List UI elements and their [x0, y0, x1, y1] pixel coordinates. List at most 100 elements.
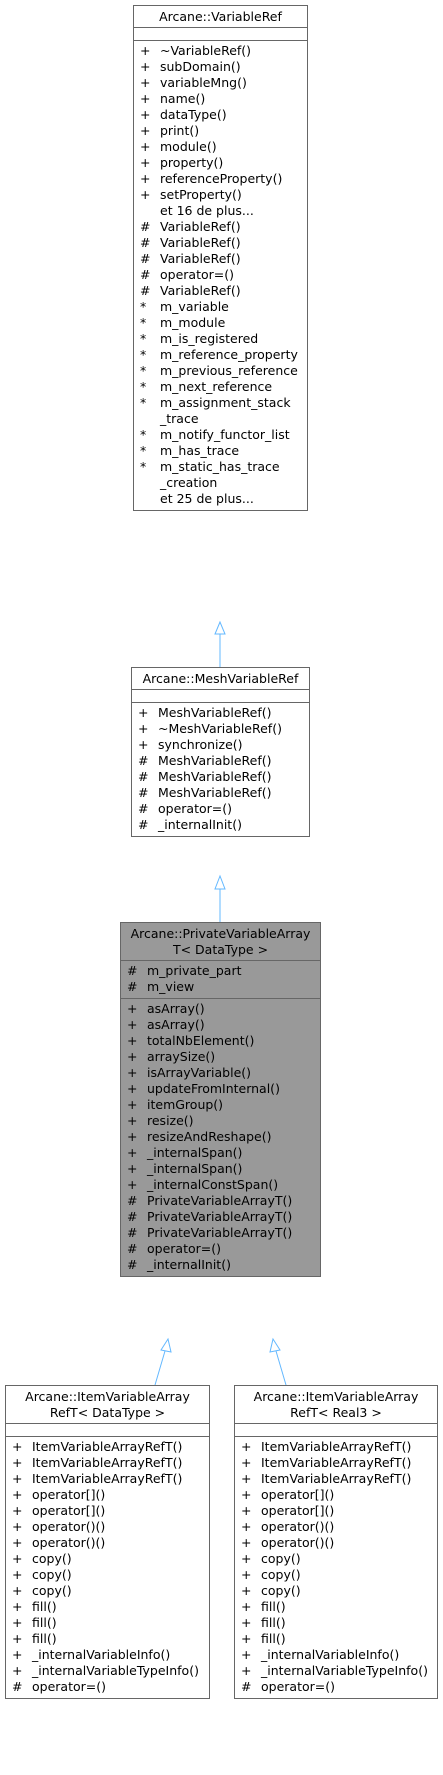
- member-row[interactable]: +~VariableRef(): [134, 43, 307, 59]
- member-row[interactable]: #operator=(): [6, 1679, 209, 1695]
- member-row[interactable]: +property(): [134, 155, 307, 171]
- member-row[interactable]: *m_notify_functor_list: [134, 427, 307, 443]
- member-row[interactable]: +~MeshVariableRef(): [132, 721, 309, 737]
- member-row[interactable]: *m_variable: [134, 299, 307, 315]
- member-name: _internalInit(): [147, 1257, 231, 1272]
- member-row[interactable]: #VariableRef(): [134, 235, 307, 251]
- member-row[interactable]: +operator[](): [6, 1487, 209, 1503]
- member-row[interactable]: *m_is_registered: [134, 331, 307, 347]
- member-row[interactable]: +_internalSpan(): [121, 1145, 320, 1161]
- member-row[interactable]: +_internalSpan(): [121, 1161, 320, 1177]
- member-row[interactable]: +_internalVariableInfo(): [235, 1647, 437, 1663]
- member-row[interactable]: +asArray(): [121, 1017, 320, 1033]
- member-row[interactable]: +resize(): [121, 1113, 320, 1129]
- attribute-row[interactable]: #m_private_part: [121, 963, 320, 979]
- member-row[interactable]: *m_next_reference: [134, 379, 307, 395]
- member-row[interactable]: *m_assignment_stack_trace: [134, 395, 307, 427]
- member-row[interactable]: *m_reference_property: [134, 347, 307, 363]
- member-row[interactable]: +ItemVariableArrayRefT(): [6, 1455, 209, 1471]
- member-row[interactable]: +ItemVariableArrayRefT(): [235, 1455, 437, 1471]
- member-row[interactable]: +fill(): [6, 1599, 209, 1615]
- visibility-marker: +: [127, 1049, 138, 1064]
- member-row[interactable]: +fill(): [6, 1615, 209, 1631]
- member-name: module(): [160, 139, 217, 154]
- member-row[interactable]: +operator()(): [6, 1535, 209, 1551]
- member-name: itemGroup(): [147, 1097, 224, 1112]
- member-row[interactable]: #PrivateVariableArrayT(): [121, 1225, 320, 1241]
- member-row[interactable]: +fill(): [235, 1631, 437, 1647]
- member-row[interactable]: +name(): [134, 91, 307, 107]
- member-row[interactable]: #_internalInit(): [132, 817, 309, 833]
- member-row[interactable]: +updateFromInternal(): [121, 1081, 320, 1097]
- member-row[interactable]: +copy(): [6, 1583, 209, 1599]
- member-row[interactable]: +asArray(): [121, 1001, 320, 1017]
- member-row[interactable]: +ItemVariableArrayRefT(): [6, 1439, 209, 1455]
- member-row[interactable]: +fill(): [6, 1631, 209, 1647]
- member-row[interactable]: +ItemVariableArrayRefT(): [235, 1439, 437, 1455]
- member-row[interactable]: +ItemVariableArrayRefT(): [6, 1471, 209, 1487]
- member-row[interactable]: +itemGroup(): [121, 1097, 320, 1113]
- member-row[interactable]: #operator=(): [134, 267, 307, 283]
- member-row[interactable]: #MeshVariableRef(): [132, 769, 309, 785]
- visibility-marker: #: [241, 1679, 252, 1694]
- member-row[interactable]: *m_module: [134, 315, 307, 331]
- member-row[interactable]: +_internalVariableTypeInfo(): [235, 1663, 437, 1679]
- member-row[interactable]: +copy(): [6, 1551, 209, 1567]
- member-row[interactable]: +synchronize(): [132, 737, 309, 753]
- member-row[interactable]: +operator()(): [235, 1519, 437, 1535]
- member-row[interactable]: +operator[](): [6, 1503, 209, 1519]
- member-row[interactable]: +_internalVariableInfo(): [6, 1647, 209, 1663]
- member-row[interactable]: +dataType(): [134, 107, 307, 123]
- member-row[interactable]: #operator=(): [235, 1679, 437, 1695]
- member-row[interactable]: +referenceProperty(): [134, 171, 307, 187]
- member-row[interactable]: +operator()(): [6, 1519, 209, 1535]
- member-row[interactable]: +copy(): [235, 1551, 437, 1567]
- member-row[interactable]: +operator[](): [235, 1503, 437, 1519]
- member-row[interactable]: +_internalVariableTypeInfo(): [6, 1663, 209, 1679]
- member-row[interactable]: +copy(): [235, 1567, 437, 1583]
- member-row[interactable]: #operator=(): [121, 1241, 320, 1257]
- member-name: _internalVariableTypeInfo(): [261, 1663, 428, 1678]
- member-row[interactable]: +fill(): [235, 1615, 437, 1631]
- member-row[interactable]: +resizeAndReshape(): [121, 1129, 320, 1145]
- member-row[interactable]: +totalNbElement(): [121, 1033, 320, 1049]
- member-row[interactable]: #operator=(): [132, 801, 309, 817]
- member-row[interactable]: *m_has_trace: [134, 443, 307, 459]
- member-row[interactable]: *m_previous_reference: [134, 363, 307, 379]
- member-row[interactable]: #VariableRef(): [134, 283, 307, 299]
- member-row[interactable]: *m_static_has_trace_creation: [134, 459, 307, 491]
- member-row[interactable]: #PrivateVariableArrayT(): [121, 1193, 320, 1209]
- member-row[interactable]: +arraySize(): [121, 1049, 320, 1065]
- member-row[interactable]: et 16 de plus...: [134, 203, 307, 219]
- attribute-row[interactable]: #m_view: [121, 979, 320, 995]
- member-row[interactable]: #VariableRef(): [134, 219, 307, 235]
- member-row[interactable]: #_internalInit(): [121, 1257, 320, 1273]
- member-row[interactable]: +subDomain(): [134, 59, 307, 75]
- member-row[interactable]: +print(): [134, 123, 307, 139]
- member-row[interactable]: +operator()(): [235, 1535, 437, 1551]
- member-row[interactable]: +MeshVariableRef(): [132, 705, 309, 721]
- member-row[interactable]: #MeshVariableRef(): [132, 785, 309, 801]
- member-row[interactable]: +operator[](): [235, 1487, 437, 1503]
- class-box-meshvariableref[interactable]: Arcane::MeshVariableRef +MeshVariableRef…: [131, 667, 310, 837]
- member-row[interactable]: +module(): [134, 139, 307, 155]
- member-row[interactable]: +setProperty(): [134, 187, 307, 203]
- member-row[interactable]: et 25 de plus...: [134, 491, 307, 507]
- member-row[interactable]: +ItemVariableArrayRefT(): [235, 1471, 437, 1487]
- member-row[interactable]: #MeshVariableRef(): [132, 753, 309, 769]
- member-row[interactable]: +copy(): [6, 1567, 209, 1583]
- member-row[interactable]: +copy(): [235, 1583, 437, 1599]
- class-box-variableref[interactable]: Arcane::VariableRef +~VariableRef()+subD…: [133, 5, 308, 511]
- member-row[interactable]: #VariableRef(): [134, 251, 307, 267]
- member-row[interactable]: +isArrayVariable(): [121, 1065, 320, 1081]
- member-row[interactable]: +_internalConstSpan(): [121, 1177, 320, 1193]
- member-row[interactable]: +variableMng(): [134, 75, 307, 91]
- member-row[interactable]: +fill(): [235, 1599, 437, 1615]
- member-row[interactable]: #PrivateVariableArrayT(): [121, 1209, 320, 1225]
- member-name: operator()(): [261, 1535, 335, 1550]
- visibility-marker: +: [127, 1001, 138, 1016]
